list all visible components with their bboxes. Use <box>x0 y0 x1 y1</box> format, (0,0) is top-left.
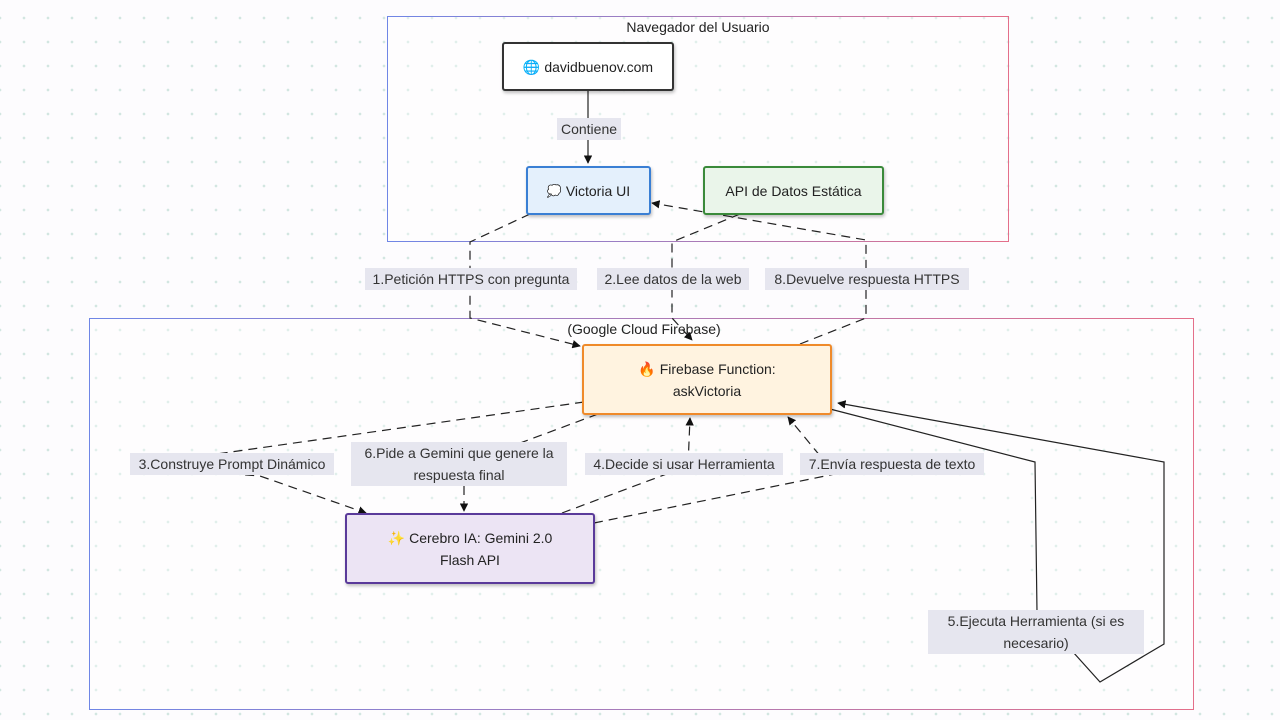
cluster-cloud-label: (Google Cloud Firebase) <box>567 321 721 337</box>
edge-label-5: 5.Ejecuta Herramienta (si es necesario) <box>928 610 1144 654</box>
node-gemini[interactable]: ✨Cerebro IA: Gemini 2.0 Flash API <box>345 513 595 584</box>
node-victoria-ui-label: Victoria UI <box>565 182 631 199</box>
edge-label-6-line2: respuesta final <box>413 467 505 483</box>
edge-label-8: 8.Devuelve respuesta HTTPS <box>765 268 969 290</box>
node-firebase-line1: 🔥Firebase Function: <box>638 358 775 380</box>
edge-label-3: 3.Construye Prompt Dinámico <box>130 453 334 475</box>
globe-icon: 🌐 <box>522 58 541 75</box>
node-site-label: davidbuenov.com <box>544 58 654 75</box>
edge-label-2: 2.Lee datos de la web <box>597 268 749 290</box>
edge-label-contains: Contiene <box>557 118 621 140</box>
node-firebase-label-line2: askVictoria <box>672 382 742 399</box>
node-site[interactable]: 🌐 davidbuenov.com <box>502 42 674 91</box>
edge-label-1: 1.Petición HTTPS con pregunta <box>365 268 577 290</box>
cluster-browser: Navegador del Usuario <box>387 16 1009 242</box>
edge-label-4: 4.Decide si usar Herramienta <box>585 453 783 475</box>
edge-label-7: 7.Envía respuesta de texto <box>800 453 984 475</box>
node-victoria-ui[interactable]: 💭 Victoria UI <box>526 166 651 215</box>
edge-label-5-line1: 5.Ejecuta Herramienta (si es <box>947 613 1125 629</box>
node-static-api-label: API de Datos Estática <box>725 182 862 199</box>
fire-icon: 🔥 <box>638 360 656 377</box>
thought-bubble-icon: 💭 <box>546 183 562 198</box>
node-static-api[interactable]: API de Datos Estática <box>703 166 884 215</box>
cluster-browser-label: Navegador del Usuario <box>626 19 770 35</box>
node-firebase-label-line1: Firebase Function: <box>659 360 776 377</box>
edge-label-5-line2: necesario) <box>1003 635 1069 651</box>
edge-label-6: 6.Pide a Gemini que genere la respuesta … <box>351 442 567 486</box>
node-gemini-line1: ✨Cerebro IA: Gemini 2.0 <box>388 527 553 549</box>
node-gemini-label-line2: Flash API <box>440 551 500 568</box>
sparkles-icon: ✨ <box>387 529 406 546</box>
node-gemini-label-line1: Cerebro IA: Gemini 2.0 <box>409 529 553 546</box>
node-firebase-function[interactable]: 🔥Firebase Function: askVictoria <box>582 344 832 415</box>
edge-label-6-line1: 6.Pide a Gemini que genere la <box>364 445 554 461</box>
